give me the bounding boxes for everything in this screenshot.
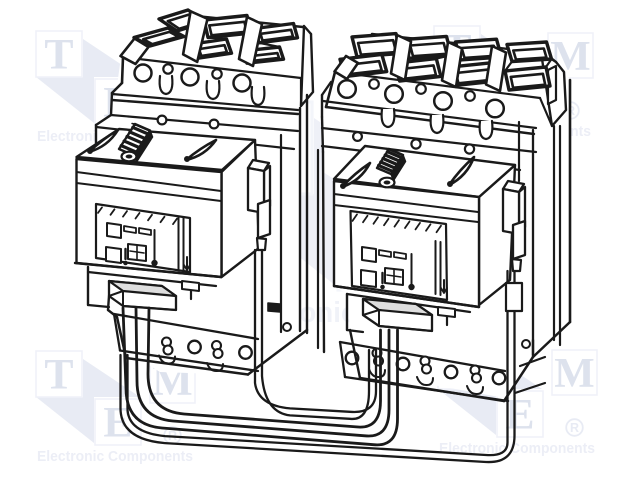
svg-text:Electronic Components: Electronic Components (439, 441, 595, 457)
svg-text:Electronic Components: Electronic Components (37, 449, 193, 465)
svg-text:E: E (505, 391, 534, 439)
svg-text:M: M (554, 350, 594, 397)
svg-text:R: R (570, 421, 579, 435)
svg-text:T: T (44, 351, 73, 399)
svg-text:T: T (44, 31, 73, 79)
